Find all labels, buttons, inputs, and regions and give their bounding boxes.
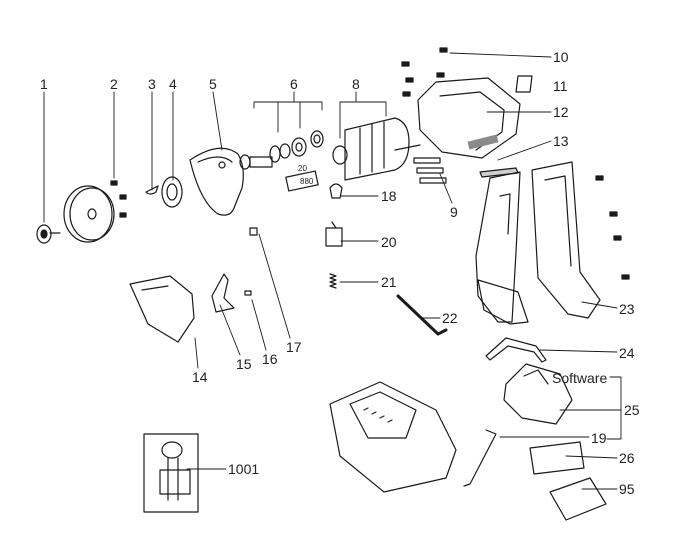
label-1: 1 — [40, 76, 48, 92]
label-9: 9 — [450, 204, 458, 220]
label-4: 4 — [169, 76, 177, 92]
label-24: 24 — [619, 345, 635, 361]
part-17-clip — [249, 227, 258, 236]
part-1-flange-nut — [36, 224, 61, 244]
part-23-housing-half-right — [531, 161, 601, 319]
part-10-screws — [401, 47, 448, 97]
label-21: 21 — [381, 274, 397, 290]
label-15: 15 — [236, 356, 252, 372]
part-4-washer — [161, 176, 183, 208]
part-18-switch-cap — [329, 183, 343, 199]
part-1001-inset — [143, 433, 199, 513]
part-14-base-cover — [129, 275, 195, 343]
leader-lines — [43, 52, 622, 490]
label-14: 14 — [192, 369, 208, 385]
part-95-cover — [549, 477, 607, 521]
label-2: 2 — [110, 76, 118, 92]
part-11-label — [515, 75, 533, 93]
label-1001: 1001 — [228, 461, 260, 477]
capacitor-text-20: 20 — [298, 164, 307, 173]
label-20: 20 — [381, 234, 397, 250]
part-3-clip — [145, 185, 159, 195]
part-21-spring — [329, 273, 337, 289]
part-26-sheet — [529, 441, 585, 475]
label-6: 6 — [290, 76, 298, 92]
housing-screws — [595, 175, 630, 280]
part-2-screws — [110, 180, 127, 218]
label-3: 3 — [148, 76, 156, 92]
label-10: 10 — [553, 49, 569, 65]
capacitor-text-880: 880 — [300, 177, 314, 186]
part-22-hex-key — [396, 294, 448, 336]
label-5: 5 — [209, 76, 217, 92]
part-19-cable — [463, 429, 497, 487]
grinding-disc — [63, 185, 115, 243]
part-25-electronics — [503, 363, 573, 425]
label-95: 95 — [619, 481, 635, 497]
part-5-guard — [189, 147, 244, 216]
part-12-gear-housing — [417, 77, 521, 159]
housing-half-left — [475, 171, 529, 325]
label-16: 16 — [262, 351, 278, 367]
label-26: 26 — [619, 450, 635, 466]
label-8: 8 — [352, 76, 360, 92]
part-24-bracket — [485, 337, 547, 363]
battery-pack — [329, 381, 457, 493]
label-22: 22 — [442, 310, 458, 326]
part-15-lever — [211, 273, 235, 313]
label-11: 11 — [553, 78, 568, 94]
label-12: 12 — [553, 104, 569, 120]
label-software: Software — [552, 370, 608, 386]
part-8-motor — [332, 117, 421, 181]
label-23: 23 — [619, 301, 635, 317]
part-20-switch — [325, 221, 343, 247]
part-6-spindle-bearings — [239, 130, 324, 170]
label-13: 13 — [553, 133, 569, 149]
label-18: 18 — [381, 188, 397, 204]
part-16-pin — [244, 290, 252, 296]
label-19: 19 — [591, 430, 607, 446]
label-17: 17 — [286, 339, 302, 355]
part-9-brushes — [413, 157, 447, 184]
capacitor-part — [285, 170, 319, 192]
label-25: 25 — [624, 402, 640, 418]
